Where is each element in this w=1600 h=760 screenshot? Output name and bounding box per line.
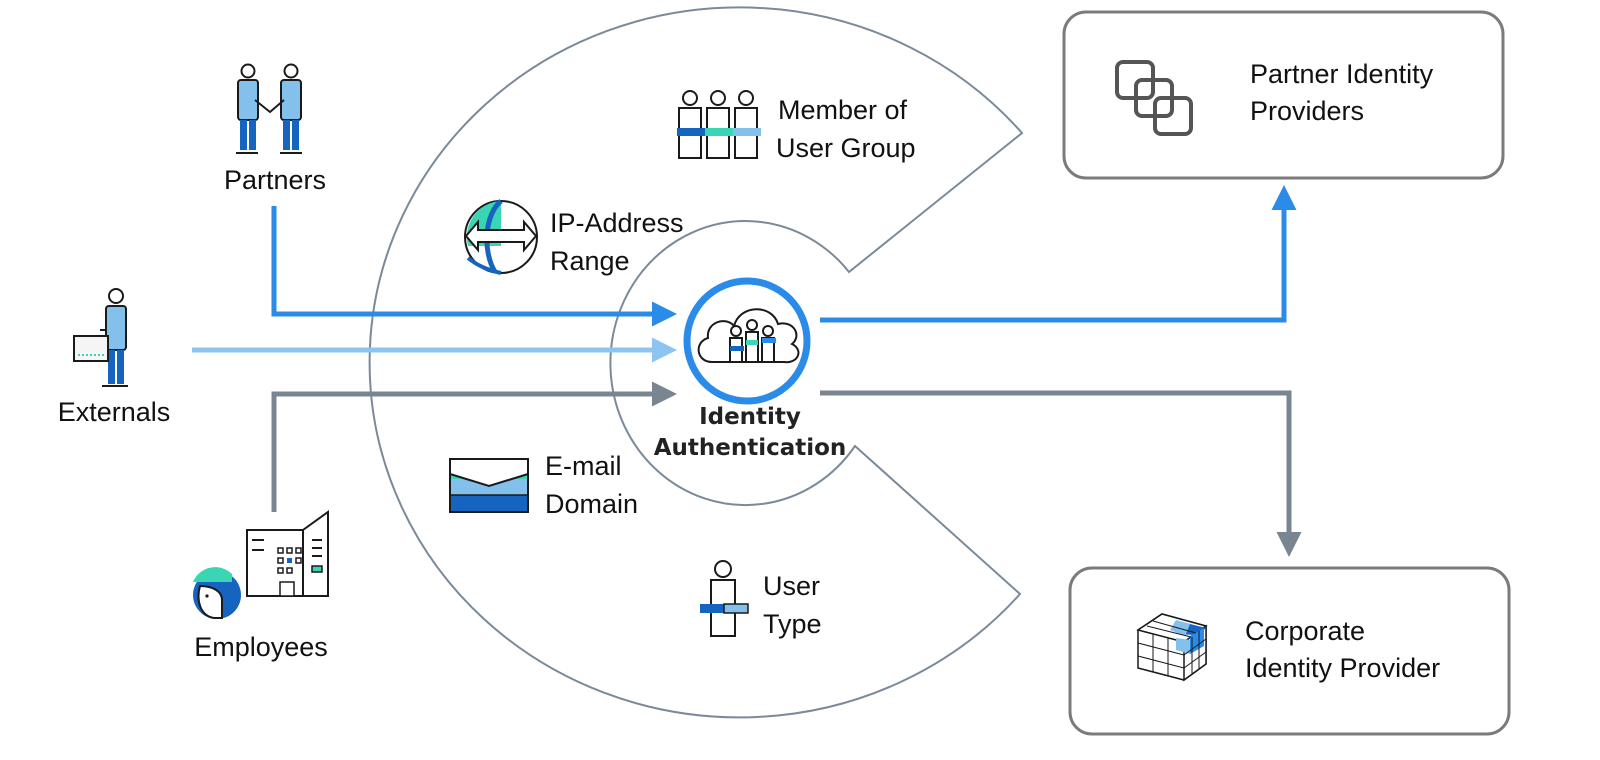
actor-externals: Externals (58, 288, 171, 427)
partner-idp-label-line1: Partner Identity (1250, 59, 1434, 89)
user-group-label-line1: Member of (778, 95, 908, 125)
criterion-ip-range: IP-Address Range (464, 199, 684, 276)
partner-identity-providers-box: Partner Identity Providers (1062, 10, 1505, 180)
hub-label-line1: Identity (699, 404, 801, 430)
employee-building-icon (193, 510, 329, 619)
user-type-label-line2: Type (763, 609, 822, 639)
employees-flow-arrow (271, 381, 677, 512)
partner-idp-flow-arrow (820, 185, 1297, 323)
partners-flow-arrow (271, 206, 677, 327)
partners-label: Partners (224, 165, 326, 195)
identity-authentication-hub: Identity Authentication (654, 277, 847, 461)
user-group-icon (677, 90, 761, 159)
criterion-user-group: Member of User Group (677, 90, 916, 163)
cloud-users-icon (697, 308, 800, 364)
person-with-briefcase-icon (73, 288, 128, 387)
globe-arrows-icon (464, 199, 538, 275)
email-domain-label-line2: Domain (545, 489, 638, 519)
corporate-idp-flow-arrow (820, 390, 1302, 557)
user-type-label-line1: User (763, 571, 820, 601)
handshake-icon (236, 63, 302, 154)
cube-grid-icon (1136, 613, 1208, 682)
linked-squares-icon (1115, 60, 1193, 136)
criterion-email-domain: E-mail Domain (449, 451, 638, 519)
ip-range-label-line1: IP-Address (550, 208, 684, 238)
user-group-label-line2: User Group (776, 133, 916, 163)
hub-label-line2: Authentication (654, 435, 847, 461)
employees-label: Employees (194, 632, 328, 662)
criterion-user-type: User Type (700, 560, 822, 639)
externals-label: Externals (58, 397, 171, 427)
corporate-idp-label-line2: Identity Provider (1245, 653, 1440, 683)
envelope-stack-icon (449, 458, 529, 513)
ip-range-label-line2: Range (550, 246, 630, 276)
single-user-icon (700, 560, 749, 637)
partner-idp-label-line2: Providers (1250, 96, 1364, 126)
corporate-identity-provider-box: Corporate Identity Provider (1068, 566, 1511, 736)
actor-partners: Partners (224, 63, 326, 195)
corporate-idp-label-line1: Corporate (1245, 616, 1365, 646)
actor-employees: Employees (193, 510, 329, 662)
email-domain-label-line1: E-mail (545, 451, 622, 481)
